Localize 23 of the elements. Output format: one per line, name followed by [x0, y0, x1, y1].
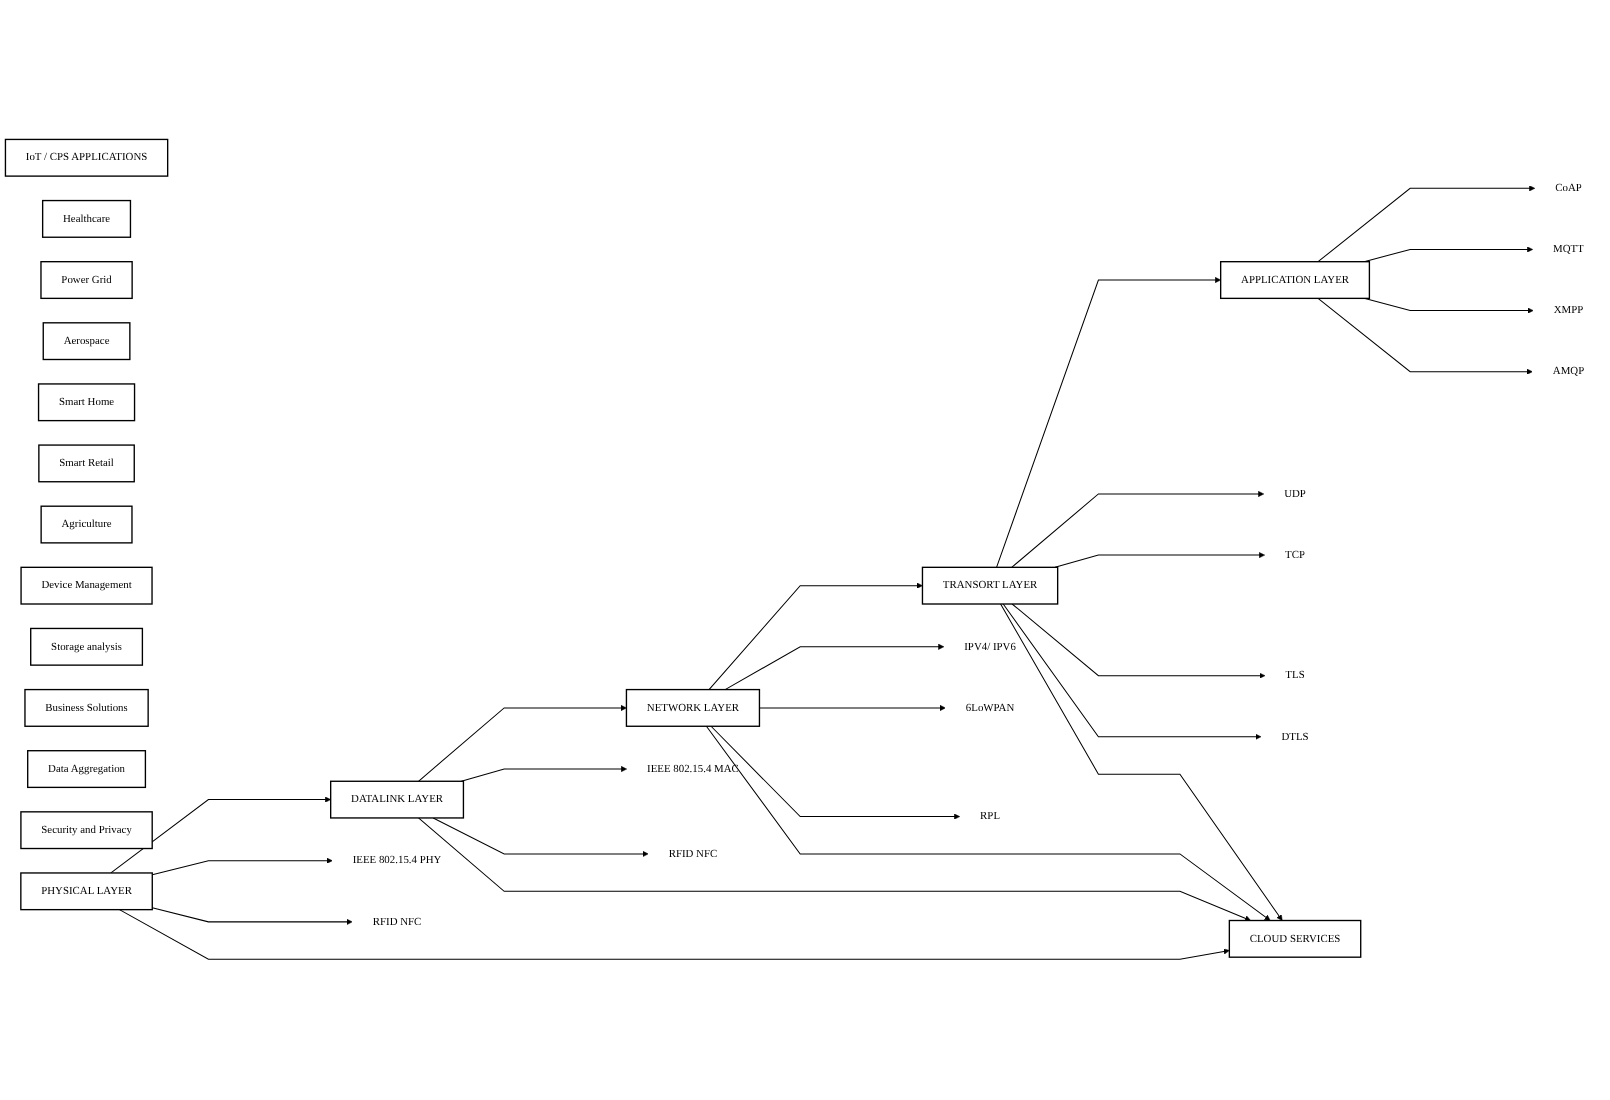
arrow [996, 277, 1221, 569]
arrow [1317, 186, 1536, 263]
arrow [1002, 604, 1262, 741]
arrow [151, 858, 333, 876]
arrow [118, 909, 1230, 961]
arrow [432, 818, 649, 858]
arrow [1363, 247, 1533, 263]
arrow [110, 797, 331, 875]
arrow [1317, 298, 1533, 376]
arrow [1000, 604, 1283, 922]
arrow [724, 644, 945, 691]
arrow [417, 818, 1251, 922]
arrow [710, 726, 960, 821]
arrow [708, 583, 923, 691]
arrow [1011, 604, 1266, 680]
arrow [417, 705, 627, 783]
arrow [1363, 298, 1534, 315]
arrow [460, 766, 627, 783]
arrow [1054, 552, 1265, 569]
arrow [758, 705, 946, 712]
arrow [705, 726, 1271, 922]
arrow [1011, 491, 1265, 569]
arrow [151, 907, 353, 926]
